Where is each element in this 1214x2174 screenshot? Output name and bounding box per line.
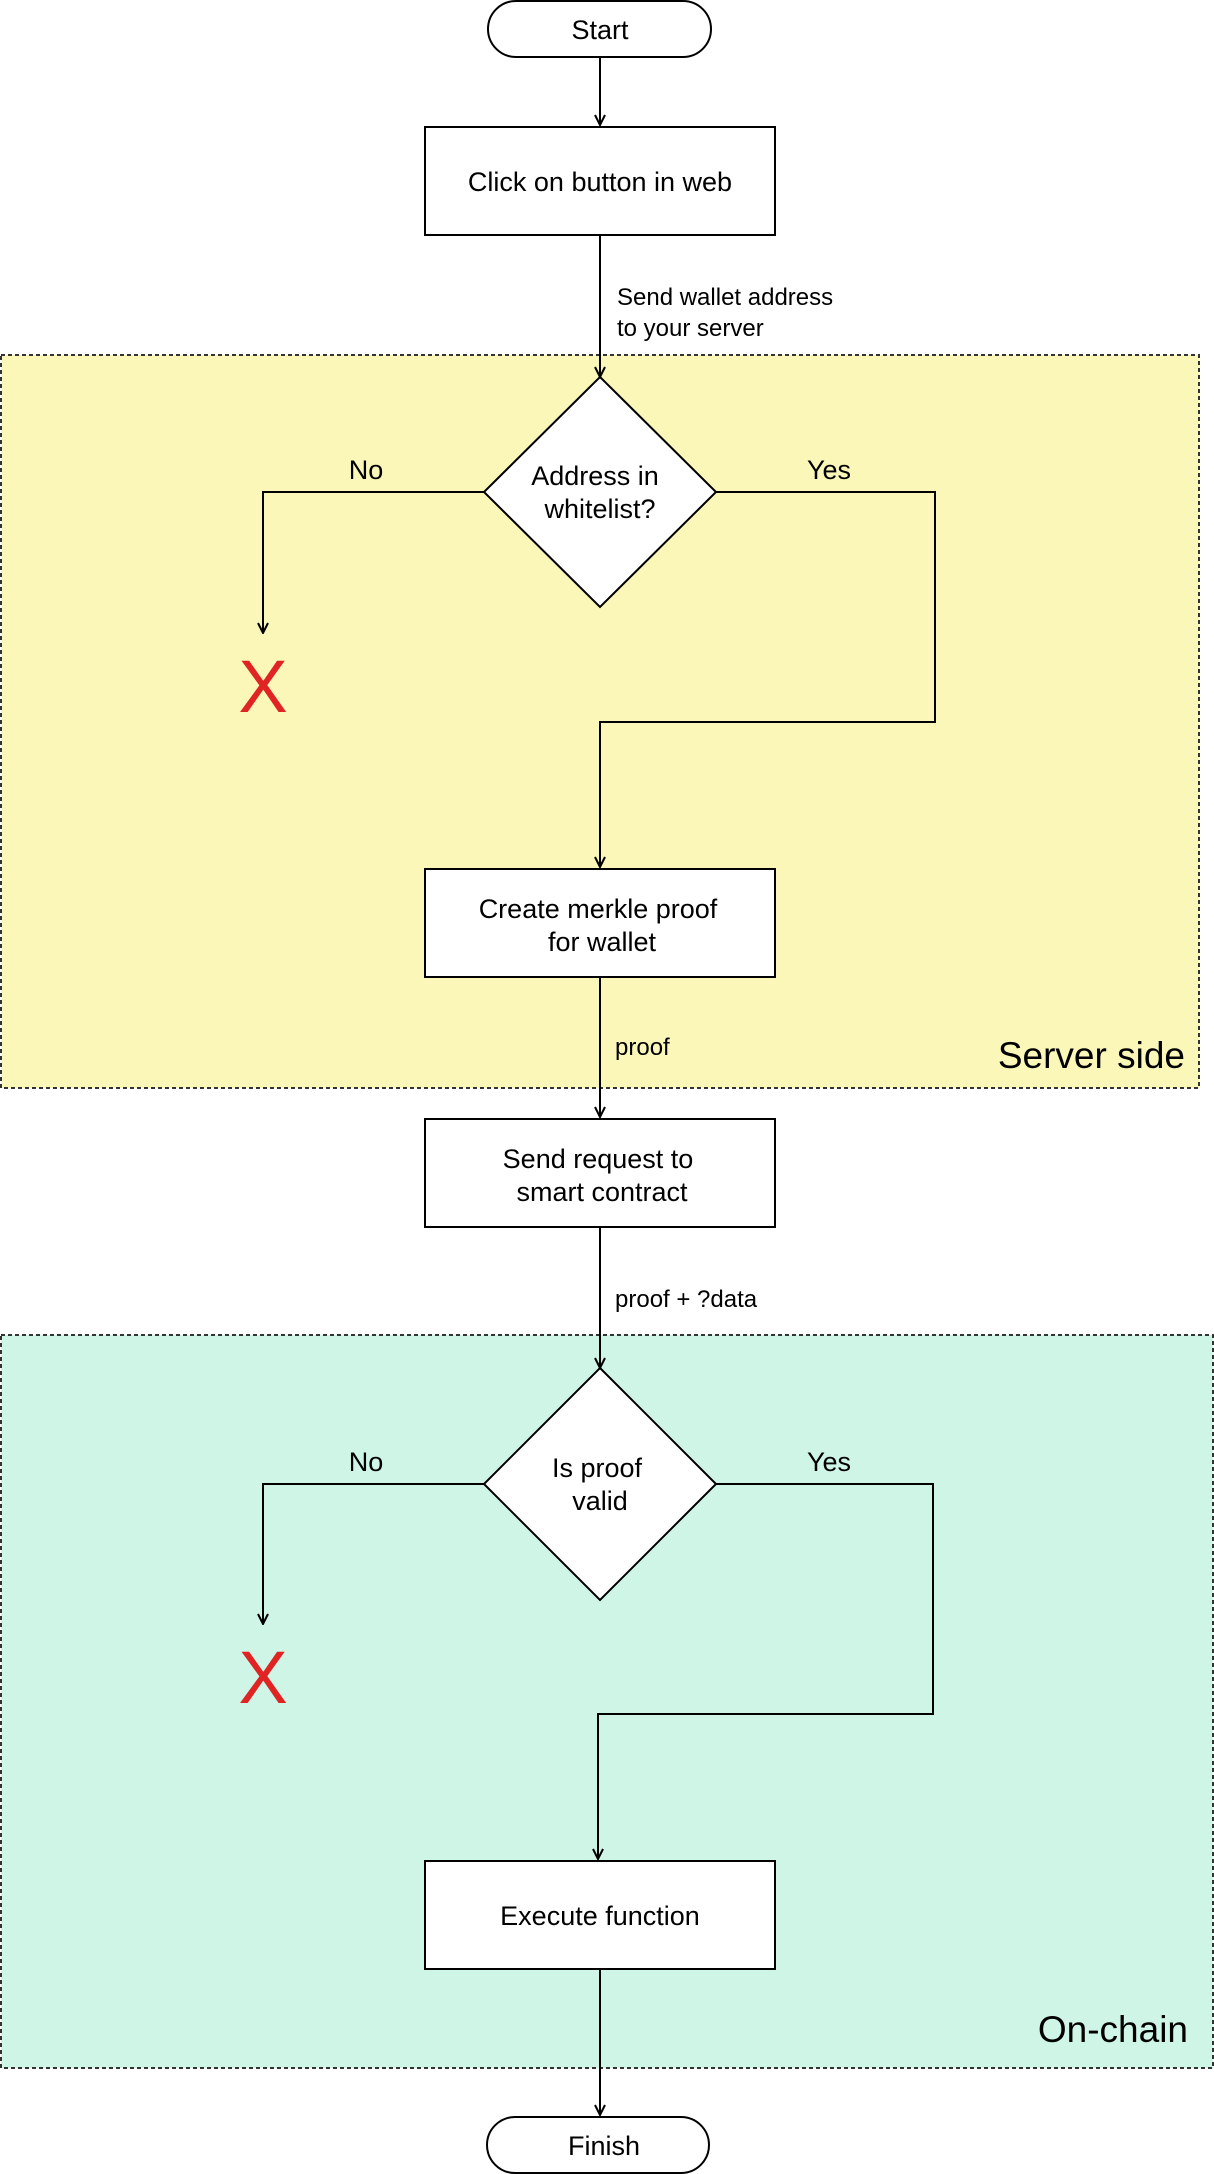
execute-function-label: Execute function [500,1901,700,1931]
on-chain-label: On-chain [1038,2009,1188,2050]
finish-terminal [486,2116,710,2174]
reject-x-mark: X [238,645,287,728]
finish-label: Finish [568,2131,640,2161]
edge-label-proof: proof [615,1034,670,1061]
send-request-label-line1: Send request to [503,1144,694,1174]
proof-valid-label-line2: valid [572,1486,628,1516]
reject-x-mark: X [238,1636,287,1719]
whitelist-label-line1: Address in [531,461,659,491]
start-label: Start [571,15,629,45]
proof-valid-decision [482,1366,718,1602]
send-request-label-line2: smart contract [516,1177,688,1207]
edge-label-whitelist-no: No [349,455,384,485]
edge-label-whitelist-yes: Yes [807,455,851,485]
execute-function-process [424,1860,776,1970]
edge-valid-yes [598,1483,934,1859]
whitelist-label-line2: whitelist? [543,494,655,524]
proof-valid-label-line1: Is proof [552,1453,643,1483]
click-button-process [424,126,776,236]
merkle-proof-process [424,868,776,978]
whitelist-decision [482,375,718,609]
edge-whitelist-yes [600,491,936,867]
click-button-label: Click on button in web [468,167,732,197]
merkle-proof-label-line1: Create merkle proof [479,894,718,924]
edge-valid-no [263,1483,484,1624]
edge-whitelist-no [263,491,484,633]
edge-label-valid-no: No [349,1447,384,1477]
server-side-label: Server side [998,1035,1185,1076]
merkle-proof-label-line2: for wallet [548,927,657,957]
edge-label-send-wallet-line2: to your server [617,315,764,342]
edge-label-valid-yes: Yes [807,1447,851,1477]
send-request-process [424,1118,776,1228]
edge-label-send-wallet-line1: Send wallet address [617,284,833,311]
start-terminal [487,0,712,58]
edge-label-proof-data: proof + ?data [615,1286,758,1313]
